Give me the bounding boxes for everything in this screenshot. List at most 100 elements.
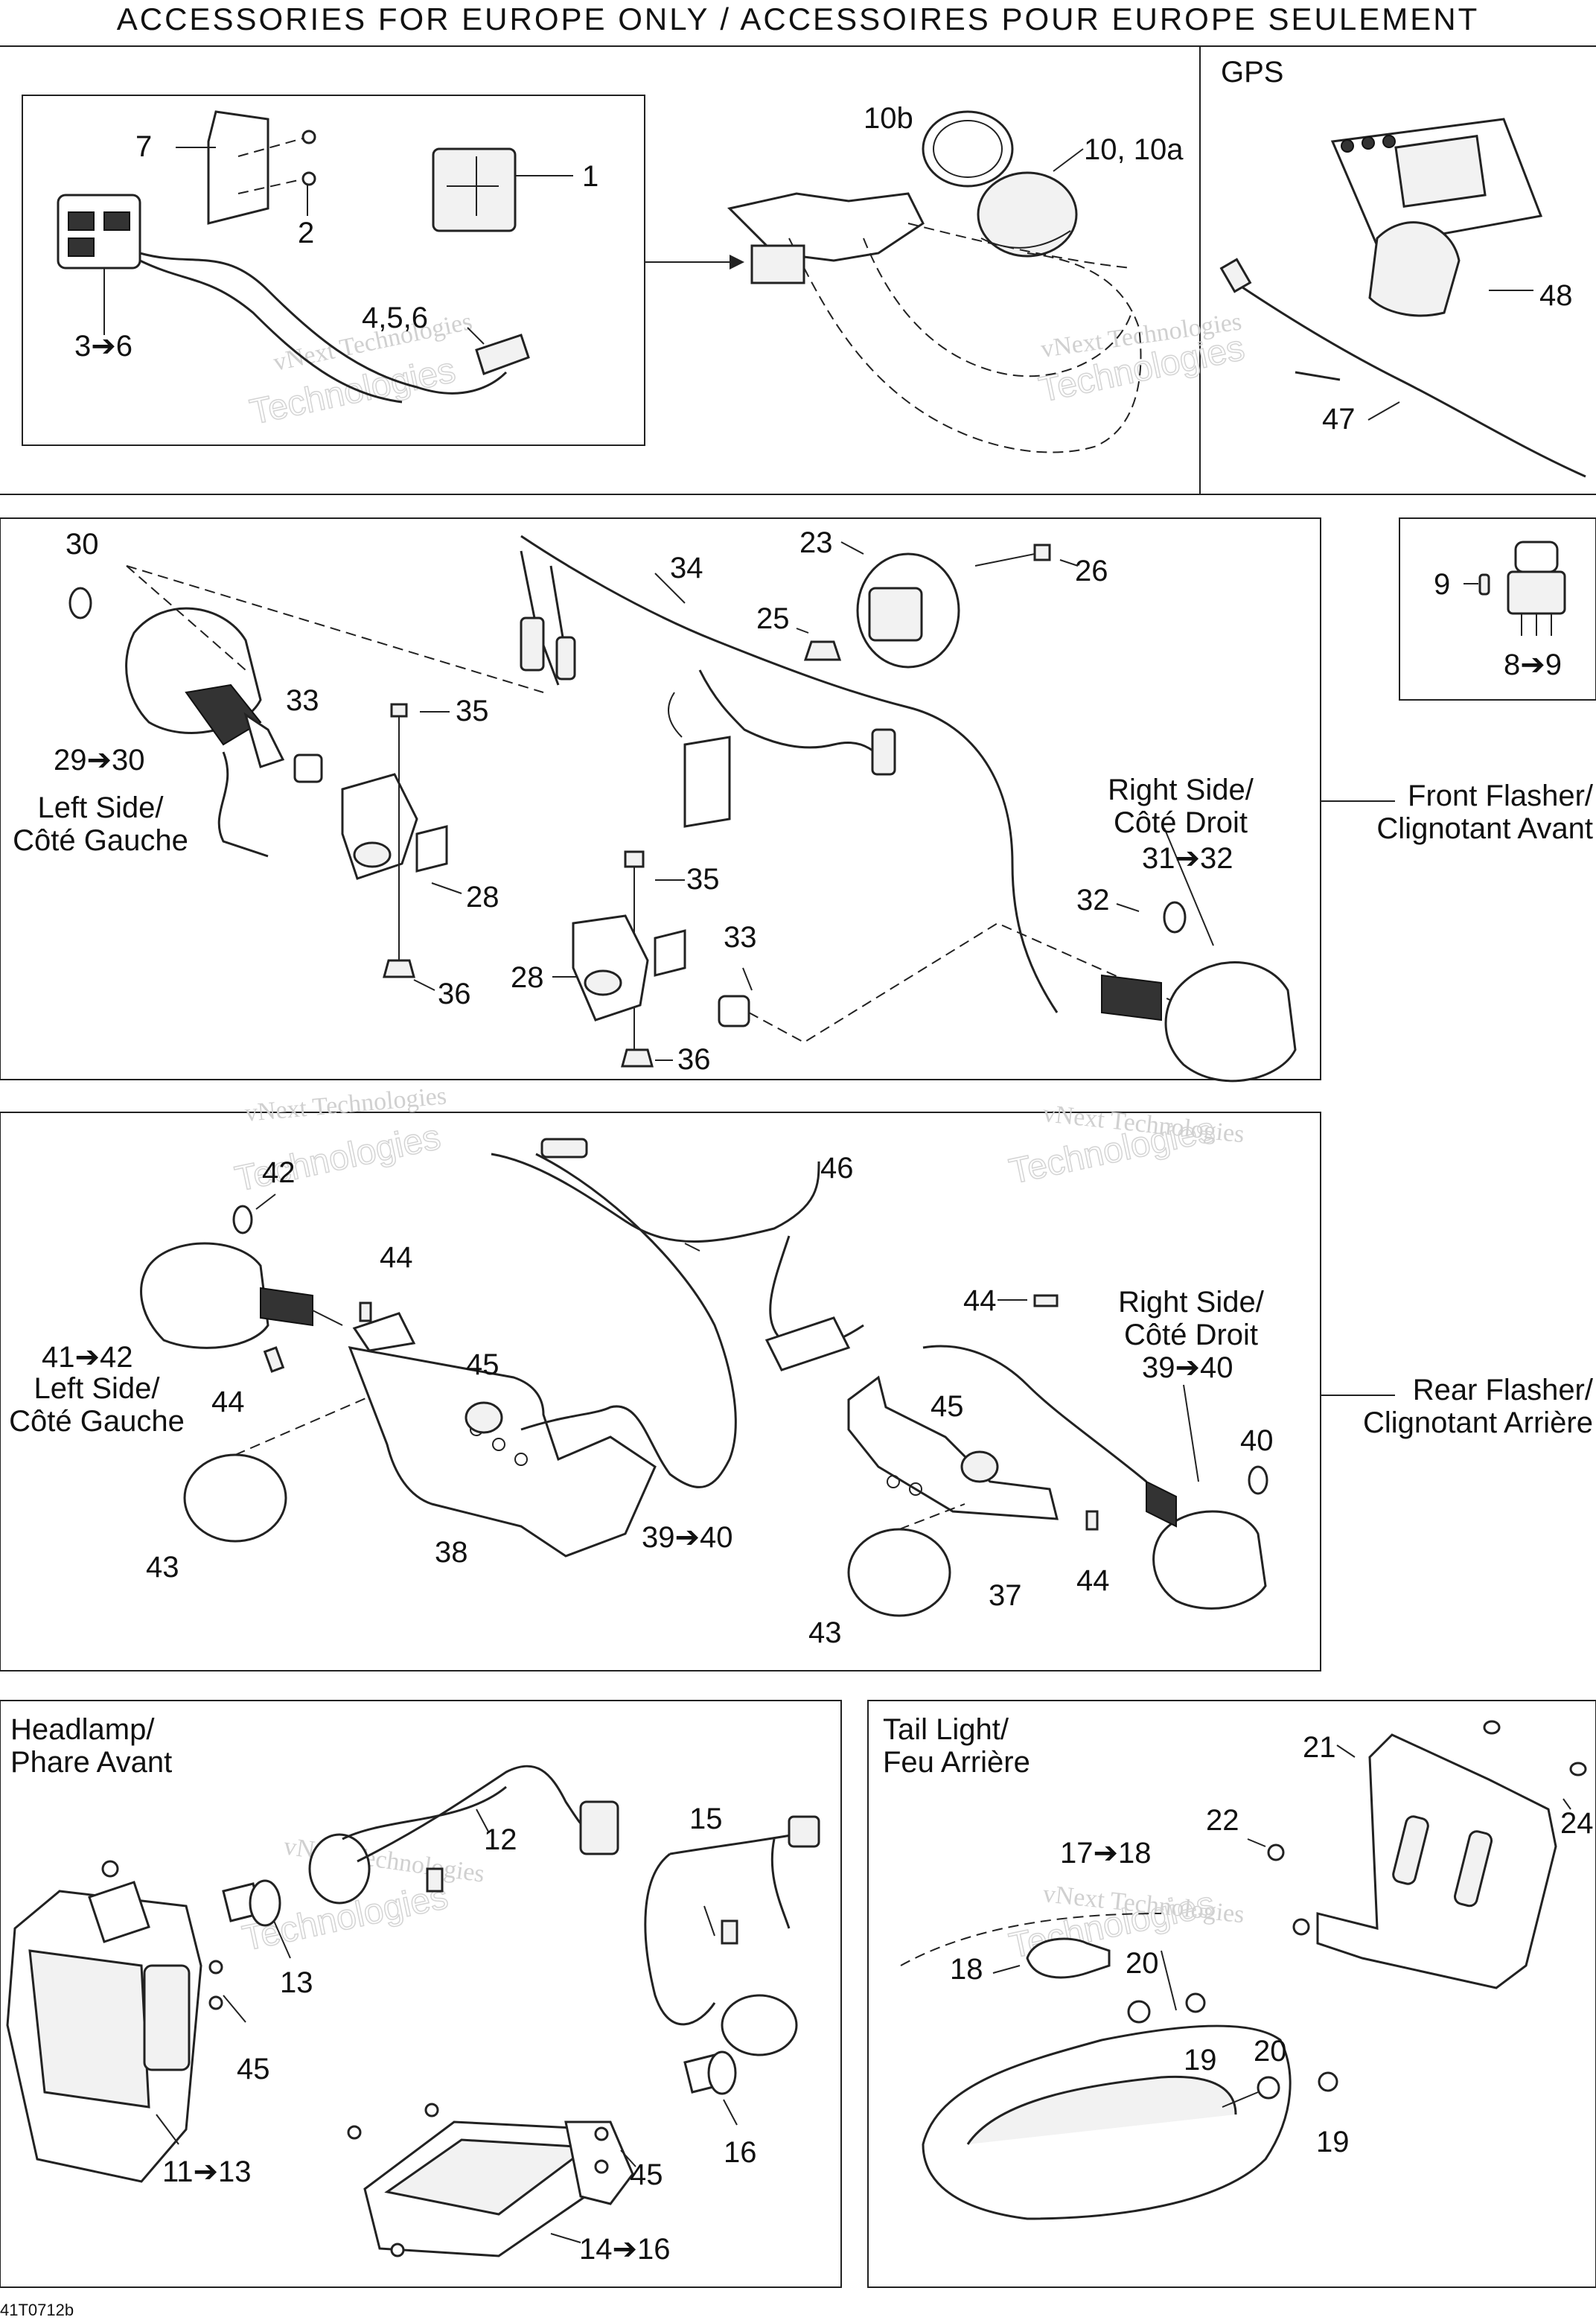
part-number: 41T0712b <box>0 2301 74 2319</box>
nut-part-36 <box>621 1048 654 1068</box>
callout-19b: 19 <box>1316 2126 1350 2158</box>
callout-18: 18 <box>950 1953 983 1986</box>
callout-3-6: 3➔6 <box>74 330 133 363</box>
screw-part-45 <box>594 2159 609 2174</box>
label-line: Right Side/ <box>1108 774 1254 806</box>
callout-43b: 43 <box>808 1616 842 1649</box>
callout-33a: 33 <box>286 684 319 717</box>
callout-25: 25 <box>756 602 790 635</box>
plate-bracket-part-21 <box>1316 1733 1557 1989</box>
washer-part-20 <box>1257 2076 1280 2100</box>
rear-connector <box>765 1316 851 1371</box>
connector-part-4 <box>475 334 530 375</box>
front-flasher-title: Front Flasher/Clignotant Avant <box>1376 780 1593 845</box>
cover-part-10 <box>977 171 1078 258</box>
callout-38: 38 <box>435 1536 468 1569</box>
callout-28b: 28 <box>511 961 544 994</box>
clip-part-44 <box>1085 1510 1099 1531</box>
switch-inset <box>1399 517 1596 701</box>
page-title: ACCESSORIES FOR EUROPE ONLY / ACCESSOIRE… <box>116 1 1480 36</box>
callout-42: 42 <box>262 1156 296 1189</box>
flasher-lens-right <box>1164 961 1297 1083</box>
callout-39-40a: 39➔40 <box>1142 1351 1233 1384</box>
nut-part-19 <box>1185 1992 1206 2013</box>
nut-part-24 <box>1569 1762 1587 1776</box>
front-left-side-label: Left Side/Côté Gauche <box>13 791 188 857</box>
callout-44a: 44 <box>380 1241 413 1274</box>
callout-21: 21 <box>1303 1731 1336 1764</box>
reflector-part-43 <box>847 1528 951 1617</box>
label-line: Côté Droit <box>1114 806 1248 839</box>
callout-44d: 44 <box>1076 1564 1110 1597</box>
callout-2: 2 <box>298 217 314 249</box>
callout-24: 24 <box>1560 1807 1594 1840</box>
callout-45b: 45 <box>931 1390 964 1423</box>
callout-30: 30 <box>66 528 99 561</box>
screw-part-45 <box>594 2126 609 2141</box>
label-line: Feu Arrière <box>883 1746 1030 1779</box>
callout-7: 7 <box>135 130 152 163</box>
rear-flasher-lens-right <box>1152 1510 1267 1610</box>
relay-part-1 <box>432 147 517 232</box>
rear-right-side-label: Right Side/Côté Droit <box>1118 1286 1265 1351</box>
label-line: Left Side/ <box>37 791 164 824</box>
bulb-part-42 <box>232 1205 253 1234</box>
callout-10b: 10b <box>864 102 913 135</box>
callout-31-32: 31➔32 <box>1142 842 1233 875</box>
clip-part-44 <box>359 1301 372 1322</box>
section-title-gps: GPS <box>1221 56 1283 89</box>
callout-39-40b: 39➔40 <box>642 1521 733 1554</box>
label-line: Headlamp/ <box>10 1713 155 1746</box>
reflector-part-43 <box>183 1453 287 1543</box>
bulb-part-40 <box>1248 1465 1268 1495</box>
callout-45c: 45 <box>237 2053 270 2085</box>
label-line: Clignotant Arrière <box>1363 1406 1593 1439</box>
connector-front-harness <box>683 736 731 828</box>
control-module-group <box>57 110 744 404</box>
socket-part-12 <box>308 1833 371 1905</box>
label-line: Tail Light/ <box>883 1713 1009 1746</box>
bulb-part-30 <box>68 587 92 619</box>
ring-part-10b <box>922 110 1014 188</box>
screw-part-22 <box>1292 1918 1310 1936</box>
callout-47: 47 <box>1322 403 1356 436</box>
callout-17-18: 17➔18 <box>1060 1837 1152 1870</box>
watermark-text: vNext Technologies <box>243 1082 447 1127</box>
callout-23: 23 <box>799 526 833 559</box>
front-right-side-label: Right Side/Côté Droit <box>1108 774 1254 839</box>
callout-35a: 35 <box>456 695 489 727</box>
callout-19a: 19 <box>1184 2044 1217 2077</box>
front-flasher-group <box>68 535 1297 1083</box>
gps-group <box>1219 118 1586 478</box>
screw-part-2 <box>301 130 316 144</box>
label-line: Rear Flasher/ <box>1413 1374 1594 1406</box>
bracket-part-28-right <box>572 914 649 1022</box>
callout-13: 13 <box>280 1966 313 1999</box>
bulb-part-9 <box>1478 573 1490 596</box>
callout-labels: GPS 1 2 3➔6 4,5,6 7 10b 10, 10a 48 47 30… <box>42 56 1594 2266</box>
nut-part-36 <box>383 959 415 978</box>
callout-1: 1 <box>582 160 598 193</box>
callout-34: 34 <box>670 552 703 584</box>
control-module-inset <box>22 95 645 446</box>
grommet-part-45 <box>465 1401 503 1434</box>
callout-11-13: 11➔13 <box>162 2155 252 2188</box>
callout-45d: 45 <box>630 2158 663 2191</box>
gps-harness-part-47 <box>1235 281 1586 478</box>
switch-on-bar <box>750 244 805 284</box>
label-line: Clignotant Avant <box>1376 812 1593 845</box>
callout-22: 22 <box>1206 1804 1239 1837</box>
bracket-part-37 <box>847 1375 1059 1520</box>
screw-part-45 <box>208 1995 223 2010</box>
callout-36a: 36 <box>438 978 471 1010</box>
callout-37: 37 <box>989 1579 1022 1612</box>
label-line: Front Flasher/ <box>1408 780 1594 812</box>
rear-flasher-title: Rear Flasher/Clignotant Arrière <box>1363 1374 1594 1439</box>
switch-housing-part-3 <box>57 194 141 270</box>
tail-light-title: Tail Light/Feu Arrière <box>883 1713 1030 1779</box>
screw-part-22 <box>1267 1843 1285 1861</box>
callout-44c: 44 <box>211 1386 245 1418</box>
front-flasher-frame <box>0 517 1321 1080</box>
grommet-part-33 <box>718 995 750 1027</box>
screw-part-2 <box>301 171 316 186</box>
